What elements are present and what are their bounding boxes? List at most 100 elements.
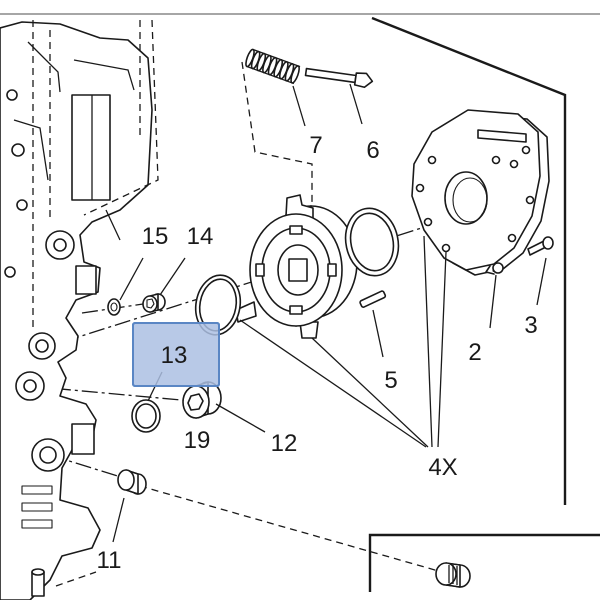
engine-boss-upper — [45, 230, 75, 260]
plug-front — [142, 295, 158, 313]
plug-14 — [142, 293, 166, 313]
bolt-head — [542, 236, 554, 250]
engine-bottom-stud-top — [31, 568, 45, 576]
washer-15 — [107, 298, 121, 316]
washer-outer — [107, 298, 121, 316]
bottom-frame-line — [368, 533, 600, 592]
leader-4x-d — [437, 251, 447, 448]
engine-boss-lower-bore — [23, 379, 37, 393]
leader-4x-a — [239, 319, 427, 448]
plug-threads — [448, 565, 458, 585]
cover-bolt-hole — [423, 217, 433, 227]
cover-center-bore — [444, 171, 488, 225]
leader-2 — [489, 274, 497, 329]
engine-lug-lower — [71, 423, 95, 455]
leader-lines — [112, 83, 547, 543]
cover-bolt — [527, 236, 554, 256]
callout-11[interactable]: 11 — [97, 547, 122, 574]
pin-shank — [304, 67, 357, 84]
callout-15[interactable]: 15 — [142, 223, 169, 250]
dowel-pin-body — [359, 290, 387, 308]
callout-13[interactable]: 13 — [161, 342, 188, 369]
plug-hex — [146, 298, 155, 309]
leader-5 — [372, 309, 384, 358]
engine-boss-lower — [15, 371, 45, 401]
pump-rotor-drive — [288, 258, 308, 282]
engine-block-outline — [0, 21, 153, 600]
plug-hex-socket — [187, 393, 204, 411]
engine-fin — [21, 519, 53, 529]
callout-14[interactable]: 14 — [187, 223, 214, 250]
casting-bump — [11, 143, 25, 157]
clip-ring — [492, 262, 504, 274]
plug-12 — [182, 381, 222, 419]
cover-bolt-hole — [509, 159, 519, 169]
cover-bolt-hole — [415, 183, 425, 193]
leader-7 — [292, 85, 306, 127]
relief-valve-spring — [245, 48, 301, 85]
leader-4x-c — [423, 235, 433, 448]
engine-channel — [71, 94, 111, 201]
callout-13-highlight-border — [132, 322, 220, 387]
plug-edge — [125, 489, 139, 495]
plug-front — [182, 385, 210, 419]
casting-bump — [4, 266, 16, 278]
plug-front — [435, 562, 457, 586]
callout-19[interactable]: 19 — [184, 427, 211, 454]
cover-slot — [477, 129, 527, 143]
cover-bolt-hole — [491, 155, 501, 165]
engine-lug — [75, 265, 97, 295]
pin-head — [353, 72, 374, 89]
leader-12 — [215, 403, 266, 433]
pump-rotor-housing — [235, 194, 358, 339]
clip-tab — [485, 265, 495, 275]
engine-fin — [21, 502, 53, 512]
callout-2[interactable]: 2 — [468, 339, 481, 366]
engine-boss-middle-bore — [35, 339, 49, 353]
callout-3[interactable]: 3 — [524, 312, 537, 339]
right-frame-line — [371, 16, 567, 505]
pump-rotor — [277, 244, 319, 296]
engine-bottom-hidden-line — [55, 571, 97, 587]
leader-15 — [119, 257, 144, 301]
leader-4x-b — [311, 337, 429, 448]
engine-block — [0, 19, 159, 600]
housing-notch — [289, 225, 303, 235]
relief-valve-pin — [304, 67, 374, 89]
callout-12[interactable]: 12 — [271, 430, 298, 457]
leader-14 — [159, 257, 186, 296]
callout-labels: 7 6 15 14 13 2 3 5 19 12 4X 11 — [97, 132, 538, 574]
cover-bolt-hole — [427, 155, 437, 165]
plug-lower — [117, 469, 147, 495]
callout-6[interactable]: 6 — [366, 137, 379, 164]
leader-11 — [112, 497, 125, 543]
engine-boss-bottom — [31, 438, 65, 472]
cover-bolt-hole — [521, 145, 531, 155]
engine-boss-middle — [28, 332, 56, 360]
leader-6 — [349, 83, 363, 125]
pump-cover — [411, 109, 550, 276]
casting-bump — [6, 89, 18, 101]
engine-boss-bottom-bore — [39, 446, 57, 464]
housing-ear-left — [235, 301, 257, 323]
casting-bump — [16, 199, 28, 211]
callout-7[interactable]: 7 — [309, 132, 322, 159]
cover-bolt-hole — [441, 243, 451, 253]
engine-fin — [21, 485, 53, 495]
cover-bolt-hole — [525, 195, 535, 205]
housing-notch — [327, 263, 337, 277]
engine-casting-edges — [13, 41, 135, 241]
callout-4x[interactable]: 4X — [428, 454, 457, 481]
callout-5[interactable]: 5 — [384, 367, 397, 394]
spring-location-line — [241, 61, 313, 212]
leader-3 — [536, 257, 547, 306]
cover-bolt-hole — [507, 233, 517, 243]
o-ring-inner — [349, 212, 395, 272]
engine-hidden-line — [83, 19, 159, 216]
pump-cover-o-ring — [344, 207, 400, 277]
plug-front — [117, 469, 135, 491]
engine-boss-upper-bore — [53, 238, 67, 252]
cover-bore-inner — [452, 177, 488, 223]
dowel-pin — [359, 290, 387, 308]
